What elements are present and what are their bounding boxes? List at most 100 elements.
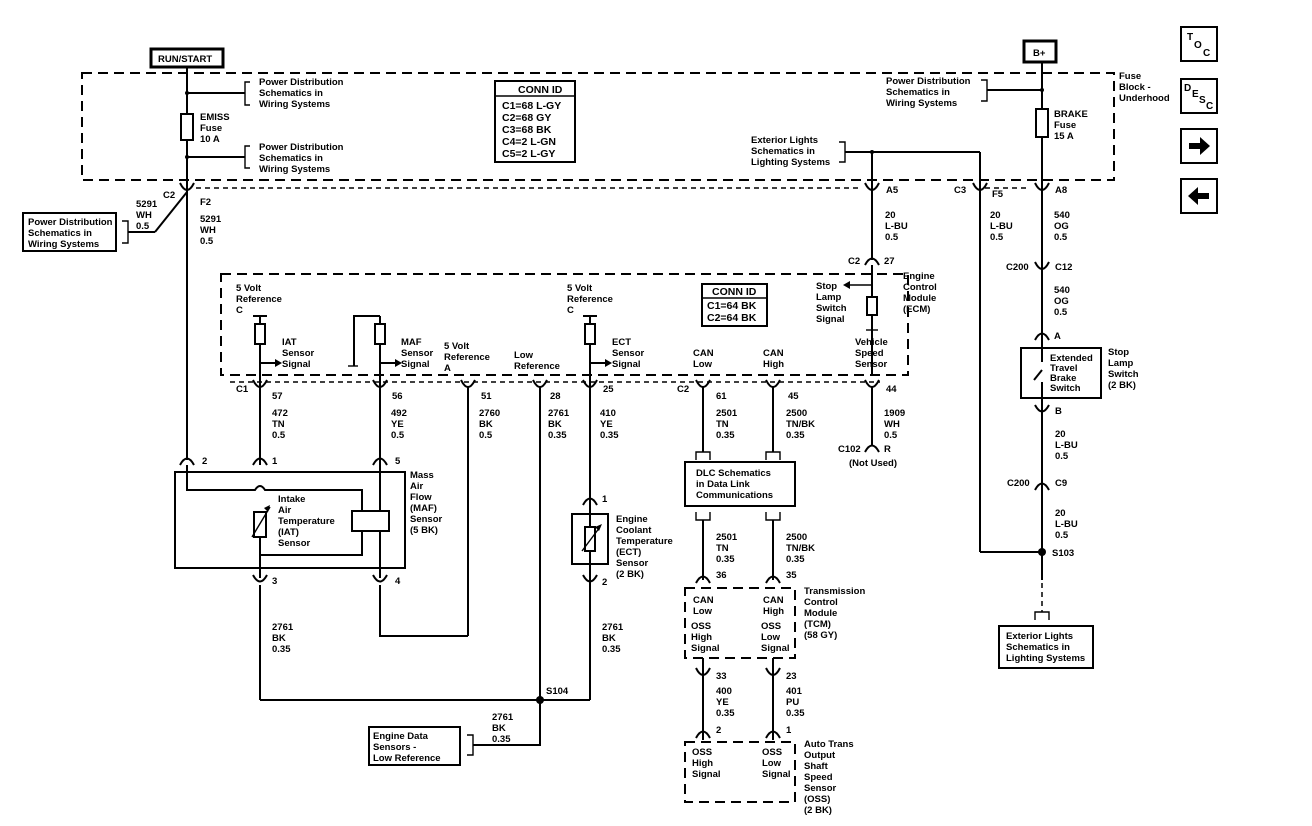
svg-text:Lamp: Lamp bbox=[816, 292, 842, 303]
svg-text:C102: C102 bbox=[838, 444, 861, 455]
svg-text:C9: C9 bbox=[1055, 478, 1067, 489]
svg-text:45: 45 bbox=[788, 391, 799, 402]
svg-text:ECT: ECT bbox=[612, 337, 631, 348]
svg-text:0.35: 0.35 bbox=[786, 554, 805, 565]
svg-text:A5: A5 bbox=[886, 185, 899, 196]
desc-icon: D E S C bbox=[1184, 83, 1213, 112]
svg-text:1: 1 bbox=[602, 494, 608, 505]
run-start-source[interactable]: RUN/START bbox=[149, 47, 225, 69]
svg-text:410: 410 bbox=[600, 408, 616, 419]
svg-text:2501: 2501 bbox=[716, 408, 738, 419]
svg-text:CAN: CAN bbox=[693, 348, 714, 359]
b-plus-source[interactable]: B+ bbox=[1022, 39, 1058, 64]
stop-lamp-switch-label: Stop Lamp Switch (2 BK) bbox=[1108, 347, 1139, 391]
svg-text:(ECM): (ECM) bbox=[903, 304, 930, 315]
svg-text:Low: Low bbox=[693, 359, 713, 370]
description-button[interactable]: D E S C bbox=[1180, 78, 1218, 114]
dlc-reference[interactable]: DLC Schematics in Data Link Communicatio… bbox=[684, 461, 796, 507]
svg-text:D: D bbox=[1184, 83, 1191, 94]
svg-text:2761: 2761 bbox=[548, 408, 570, 419]
svg-text:492: 492 bbox=[391, 408, 407, 419]
svg-text:CAN: CAN bbox=[763, 595, 784, 606]
svg-text:C200: C200 bbox=[1007, 478, 1030, 489]
emiss-fuse-symbol bbox=[180, 113, 194, 141]
power-distribution-ref-1[interactable]: Power Distribution Schematics in Wiring … bbox=[259, 77, 344, 110]
svg-text:Stop: Stop bbox=[816, 281, 837, 292]
wire-2761-bk-maf: 2761 BK 0.35 bbox=[272, 622, 294, 655]
svg-text:C: C bbox=[236, 305, 243, 316]
svg-text:(ECT): (ECT) bbox=[616, 547, 641, 558]
svg-text:2: 2 bbox=[716, 725, 721, 736]
maf-sensor: 2 1 5 Intake Air Temperature (IAT) Senso… bbox=[174, 456, 406, 587]
power-distribution-ref-3[interactable]: Power Distribution Schematics in Wiring … bbox=[886, 76, 971, 109]
svg-text:Low: Low bbox=[693, 606, 713, 617]
exterior-lights-ref-bottom[interactable]: Exterior Lights Schematics in Lighting S… bbox=[998, 625, 1094, 669]
svg-text:Control: Control bbox=[903, 282, 937, 293]
svg-text:10 A: 10 A bbox=[200, 134, 220, 145]
exterior-lights-ref-top[interactable]: Exterior Lights Schematics in Lighting S… bbox=[751, 135, 830, 168]
wire-20-lbu-f5: 20 L-BU 0.5 bbox=[990, 210, 1013, 243]
svg-text:OSS: OSS bbox=[692, 747, 712, 758]
ect-sensor-signal: ECT Sensor Signal bbox=[612, 337, 645, 370]
power-distribution-box-left[interactable]: Power Distribution Schematics in Wiring … bbox=[22, 212, 117, 252]
power-distribution-ref-2[interactable]: Power Distribution Schematics in Wiring … bbox=[259, 142, 344, 175]
svg-text:EMISS: EMISS bbox=[200, 112, 230, 123]
svg-text:2761: 2761 bbox=[492, 712, 514, 723]
wire-2500-tnbk-dlc: 2500 TN/BK 0.35 bbox=[786, 532, 815, 565]
ecm-pin-row: C1 57 56 51 28 25 C2 61 45 44 bbox=[236, 379, 897, 402]
svg-text:Fuse: Fuse bbox=[1119, 71, 1141, 82]
svg-text:L-BU: L-BU bbox=[885, 221, 908, 232]
wire-401-pu: 401 PU 0.35 bbox=[786, 686, 805, 719]
svg-text:0.35: 0.35 bbox=[786, 430, 805, 441]
wire-540-og-a8: 540 OG 0.5 bbox=[1054, 210, 1070, 243]
tcm-oss-high: OSS High Signal bbox=[691, 621, 720, 654]
svg-text:Schematics in: Schematics in bbox=[259, 153, 323, 164]
svg-text:(IAT): (IAT) bbox=[278, 527, 299, 538]
svg-text:PU: PU bbox=[786, 697, 799, 708]
svg-text:Low Reference: Low Reference bbox=[373, 753, 441, 764]
svg-text:57: 57 bbox=[272, 391, 283, 402]
svg-text:33: 33 bbox=[716, 671, 727, 682]
wire-5291-left: 5291 WH 0.5 bbox=[136, 199, 158, 232]
next-page-button[interactable] bbox=[1180, 128, 1218, 164]
five-volt-ref-c-ect: 5 Volt Reference C bbox=[567, 283, 613, 316]
svg-text:Lamp: Lamp bbox=[1108, 358, 1134, 369]
svg-text:0.35: 0.35 bbox=[272, 644, 291, 655]
svg-text:0.35: 0.35 bbox=[492, 734, 511, 745]
table-of-contents-button[interactable]: T O C bbox=[1180, 26, 1218, 62]
svg-text:Stop: Stop bbox=[1108, 347, 1129, 358]
svg-text:Block -: Block - bbox=[1119, 82, 1151, 93]
svg-text:Signal: Signal bbox=[816, 314, 845, 325]
svg-text:BK: BK bbox=[548, 419, 562, 430]
svg-text:Transmission: Transmission bbox=[804, 586, 865, 597]
toc-icon: T O C bbox=[1187, 32, 1210, 59]
svg-text:0.5: 0.5 bbox=[272, 430, 286, 441]
svg-text:Speed: Speed bbox=[855, 348, 884, 359]
svg-text:Air: Air bbox=[278, 505, 292, 516]
svg-text:Signal: Signal bbox=[692, 769, 721, 780]
svg-text:YE: YE bbox=[716, 697, 729, 708]
svg-text:C4=2 L-GN: C4=2 L-GN bbox=[502, 136, 556, 148]
svg-text:35: 35 bbox=[786, 570, 797, 581]
svg-text:540: 540 bbox=[1054, 285, 1070, 296]
wire-2761-bk-ect: 2761 BK 0.35 bbox=[602, 622, 624, 655]
iat-sensor-signal: IAT Sensor Signal bbox=[282, 337, 315, 370]
svg-text:Fuse: Fuse bbox=[1054, 120, 1076, 131]
wire-2501-tn-ecm: 2501 TN 0.35 bbox=[716, 408, 738, 441]
svg-text:C3=68 BK: C3=68 BK bbox=[502, 124, 552, 136]
oss-sensor-high: OSS High Signal bbox=[692, 747, 721, 780]
previous-page-button[interactable] bbox=[1180, 178, 1218, 214]
svg-text:Sensors -: Sensors - bbox=[373, 742, 416, 753]
tcm-label: Transmission Control Module (TCM) (58 GY… bbox=[804, 586, 865, 641]
engine-data-sensors-low-ref[interactable]: Engine Data Sensors - Low Reference bbox=[368, 726, 461, 766]
svg-text:2761: 2761 bbox=[272, 622, 294, 633]
svg-text:5: 5 bbox=[395, 456, 401, 467]
svg-text:0.5: 0.5 bbox=[479, 430, 493, 441]
can-low-ecm: CAN Low bbox=[693, 348, 714, 370]
svg-text:High: High bbox=[763, 606, 784, 617]
svg-text:OSS: OSS bbox=[762, 747, 782, 758]
svg-text:Signal: Signal bbox=[612, 359, 641, 370]
svg-text:CAN: CAN bbox=[763, 348, 784, 359]
maf-sensor-signal: MAF Sensor Signal bbox=[401, 337, 434, 370]
